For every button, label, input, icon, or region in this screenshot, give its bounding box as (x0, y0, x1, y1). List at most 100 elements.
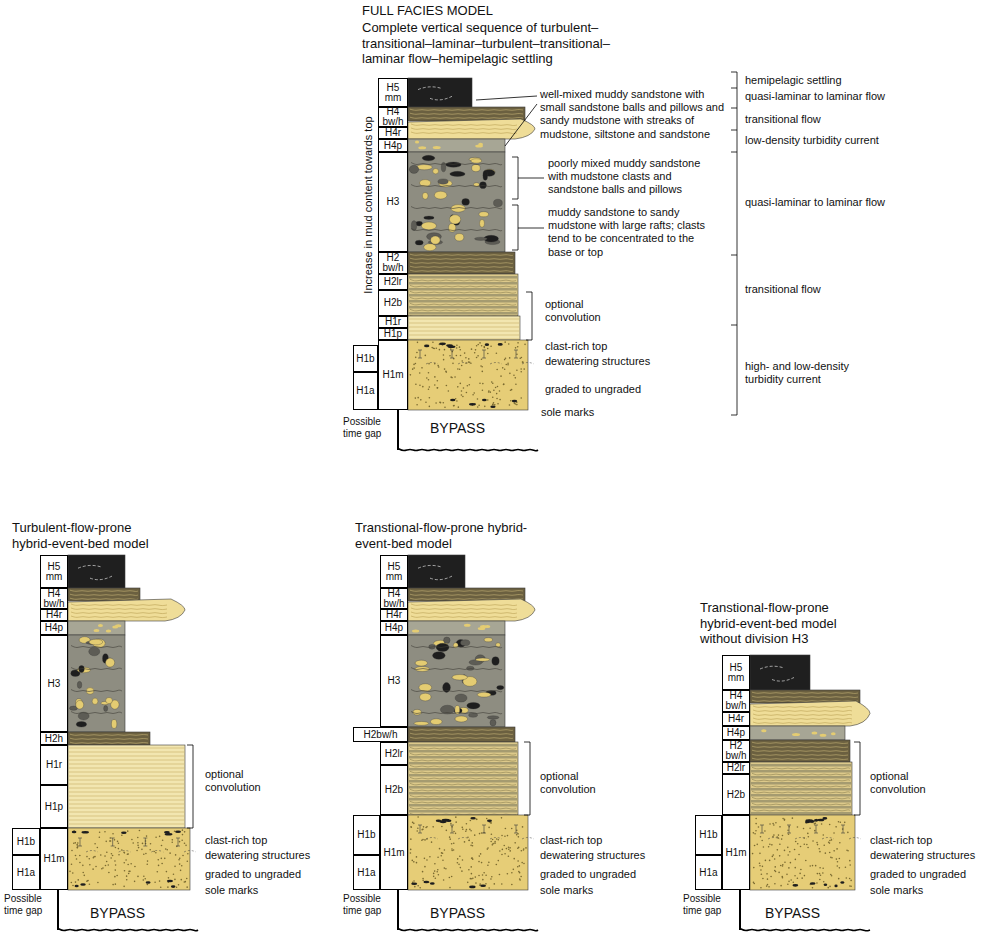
column-art (145, 853, 147, 855)
column-art (107, 864, 109, 866)
column-art (461, 870, 463, 872)
column-art (410, 753, 516, 755)
column-art (812, 840, 814, 842)
column-art (468, 384, 470, 386)
column-art (829, 842, 831, 844)
column-art (78, 565, 102, 568)
column-art (86, 851, 98, 853)
column-art (106, 851, 108, 853)
column-art (408, 340, 528, 410)
column-art (68, 745, 185, 828)
column-art (433, 876, 435, 878)
column-art (159, 836, 161, 838)
bracket-line (505, 104, 537, 146)
column-art (411, 128, 517, 130)
column-art (111, 838, 115, 846)
division-code: H4 bw/h (724, 691, 748, 711)
column-art (781, 838, 783, 840)
column-art (408, 635, 505, 727)
column-art (89, 864, 91, 866)
column-art (490, 363, 502, 365)
column-art (409, 327, 519, 328)
column-art (167, 886, 169, 888)
column-art (410, 113, 523, 114)
column-art (146, 863, 148, 865)
column-art (760, 836, 762, 838)
division-box: H4p (380, 621, 408, 635)
division-code: H4r (46, 610, 62, 620)
column-art (488, 390, 490, 392)
column-art (833, 850, 835, 852)
column-art (850, 880, 852, 882)
column-art (772, 836, 774, 838)
column-art (750, 815, 855, 890)
column-art (445, 868, 447, 870)
column-art (69, 772, 184, 773)
column-art (426, 377, 428, 379)
column-art (779, 855, 781, 857)
column-art (490, 841, 492, 843)
division-code: H4p (727, 728, 745, 738)
column-art (831, 875, 833, 877)
column-art (470, 830, 472, 832)
column-art (410, 759, 516, 761)
column-art (422, 878, 424, 880)
annotation-text: clast-rich top (870, 834, 932, 847)
column-art (762, 866, 764, 868)
column-art (504, 341, 506, 343)
division-code: H4 bw/h (380, 107, 406, 127)
column-art (86, 856, 88, 858)
column-art (70, 594, 138, 595)
column-art (112, 833, 114, 835)
column-art (413, 367, 415, 369)
column-art (415, 363, 417, 365)
division-box: H2b (380, 765, 408, 815)
bracket-line (512, 205, 518, 250)
column-art (147, 884, 149, 886)
column-art (815, 865, 817, 867)
column-art (155, 852, 157, 854)
column-art (434, 363, 436, 365)
column-art (146, 881, 151, 884)
annotation-text: clast-rich top (540, 834, 602, 847)
column-art (469, 377, 471, 379)
column-art (430, 719, 442, 725)
column-art (424, 345, 429, 348)
column-art (751, 764, 852, 767)
column-art (441, 826, 443, 828)
column-art (136, 850, 138, 852)
column-art (520, 368, 522, 370)
column-art (97, 847, 99, 849)
column-art (68, 635, 125, 732)
column-art (487, 348, 489, 350)
column-art (490, 405, 495, 408)
column-art (516, 369, 518, 371)
column-art (439, 343, 446, 346)
column-art (515, 347, 517, 349)
division-box: H2lr (722, 762, 750, 774)
column-art (77, 847, 79, 849)
column-art (70, 598, 138, 599)
division-code: H4r (386, 610, 402, 620)
column-art (181, 865, 183, 867)
column-art (143, 879, 145, 881)
column-art (790, 862, 792, 864)
column-art (750, 740, 850, 762)
column-art (774, 858, 776, 860)
column-art (166, 871, 168, 873)
column-art (800, 869, 802, 871)
column-art (455, 398, 457, 400)
column-art (431, 347, 433, 349)
column-art (787, 829, 789, 831)
column-art (504, 369, 506, 371)
column-art (850, 886, 852, 888)
column-art (421, 829, 423, 831)
column-art (752, 746, 848, 747)
column-art (494, 842, 496, 844)
column-art (76, 722, 86, 728)
column-art (817, 819, 824, 822)
bracket-line (737, 72, 738, 415)
column-art (846, 877, 848, 879)
column-art (766, 873, 768, 875)
column-art (124, 852, 126, 854)
